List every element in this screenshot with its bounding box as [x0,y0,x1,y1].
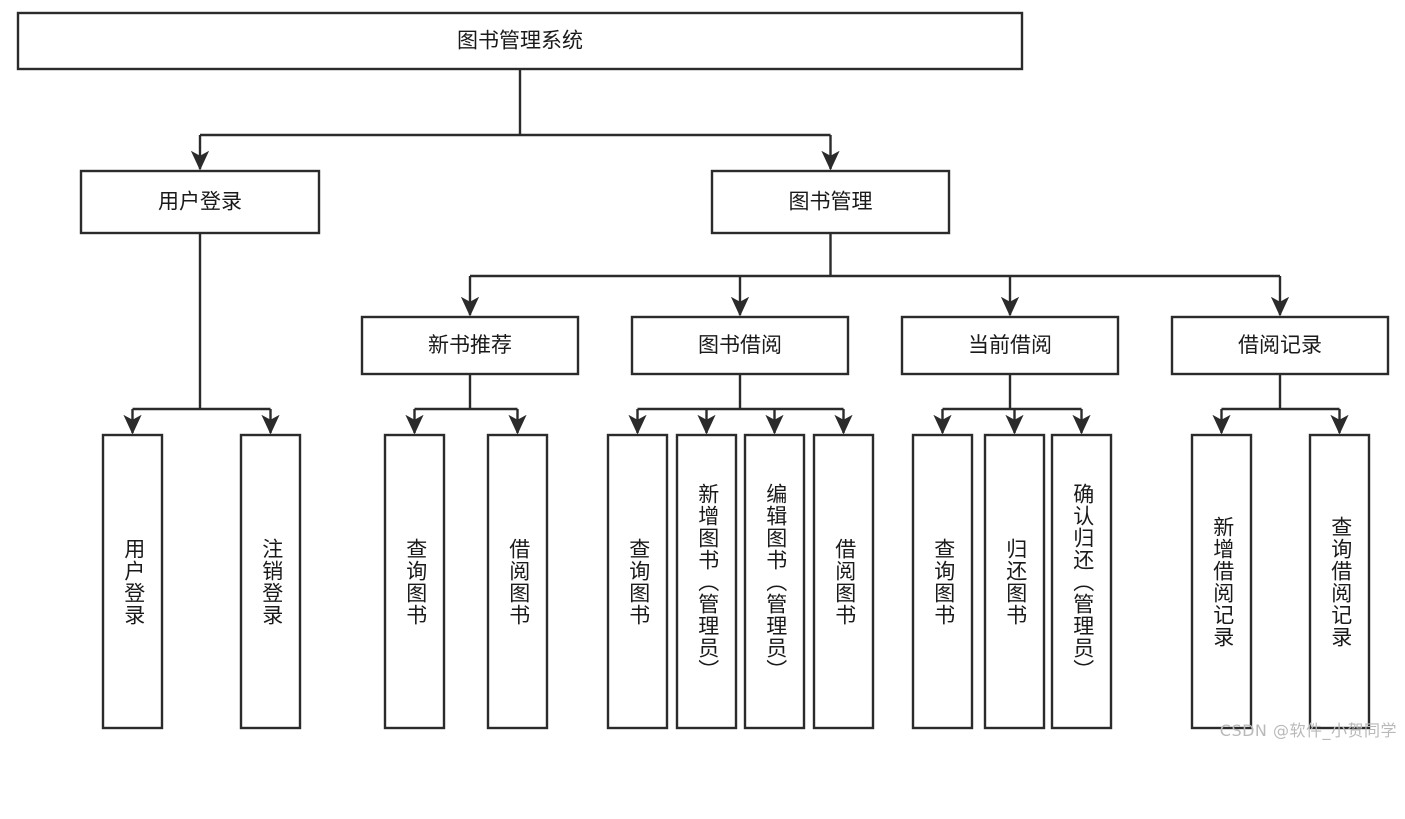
node-user-login-label: 用户登录 [158,191,242,214]
node-leaf-query-books-cur[interactable] [911,433,974,730]
node-book-borrow[interactable]: 图书借阅 [630,315,850,376]
node-book-borrow-rect [630,315,850,376]
node-root-book-management-system-label: 图书管理系统 [457,30,583,53]
node-leaf-user-login[interactable] [101,433,164,730]
node-leaf-query-books-rec-rect [383,433,446,730]
node-leaf-query-books-rec[interactable] [383,433,446,730]
node-leaf-confirm-return-rect [1050,433,1113,730]
node-new-book-recommend[interactable]: 新书推荐 [360,315,580,376]
node-book-management-label: 图书管理 [789,191,873,214]
node-leaf-return-books-rect [983,433,1046,730]
node-leaf-query-borrow-record[interactable] [1308,433,1371,730]
node-current-borrow[interactable]: 当前借阅 [900,315,1120,376]
node-leaf-query-books-cur-rect [911,433,974,730]
node-new-book-recommend-label: 新书推荐 [428,334,512,357]
node-leaf-query-books-brw-rect [606,433,669,730]
connector-edges [123,69,1349,435]
node-borrow-record[interactable]: 借阅记录 [1170,315,1390,376]
node-leaf-add-borrow-record-rect [1190,433,1253,730]
node-borrow-record-rect [1170,315,1390,376]
node-leaf-edit-book-admin-rect [743,433,806,730]
node-leaf-logout-login[interactable] [239,433,302,730]
node-user-login[interactable]: 用户登录 [79,169,321,235]
csdn-watermark: CSDN @软件_小贺同学 [1219,721,1397,740]
node-leaf-add-borrow-record[interactable] [1190,433,1253,730]
node-borrow-record-label: 借阅记录 [1238,334,1322,357]
node-leaf-query-borrow-record-rect [1308,433,1371,730]
node-new-book-recommend-rect [360,315,580,376]
node-root-book-management-system-rect [16,11,1024,71]
node-leaf-edit-book-admin[interactable] [743,433,806,730]
node-leaf-logout-login-rect [239,433,302,730]
node-leaf-borrow-books-brw-rect [812,433,875,730]
node-leaf-borrow-books-brw[interactable] [812,433,875,730]
node-user-login-rect [79,169,321,235]
node-book-borrow-label: 图书借阅 [698,334,782,357]
node-leaf-user-login-rect [101,433,164,730]
node-leaf-add-book-admin-rect [675,433,738,730]
node-book-management[interactable]: 图书管理 [710,169,951,235]
node-leaf-borrow-books-rec-rect [486,433,549,730]
node-leaf-return-books[interactable] [983,433,1046,730]
node-leaf-query-books-brw[interactable] [606,433,669,730]
node-book-management-rect [710,169,951,235]
node-leaf-confirm-return[interactable] [1050,433,1113,730]
node-leaf-add-book-admin[interactable] [675,433,738,730]
org-chart-canvas: 图书管理系统用户登录图书管理新书推荐图书借阅当前借阅借阅记录 用户登录注销登录查… [16,11,1397,740]
node-current-borrow-rect [900,315,1120,376]
node-leaf-borrow-books-rec[interactable] [486,433,549,730]
node-current-borrow-label: 当前借阅 [968,334,1052,357]
node-root-book-management-system[interactable]: 图书管理系统 [16,11,1024,71]
